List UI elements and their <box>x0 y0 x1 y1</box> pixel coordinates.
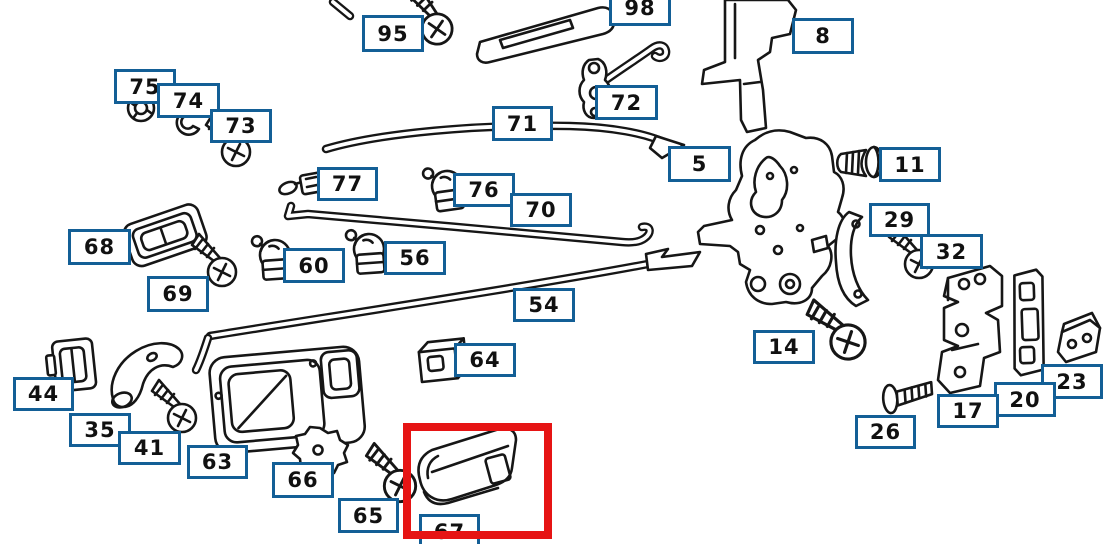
part-label-70[interactable]: 70 <box>510 193 572 227</box>
part-label-67[interactable]: 67 <box>419 514 480 544</box>
part-label-72[interactable]: 72 <box>595 85 658 120</box>
part-drawing-67 <box>417 427 518 506</box>
part-label-17[interactable]: 17 <box>937 394 999 428</box>
part-label-23[interactable]: 23 <box>1041 364 1103 399</box>
part-label-20[interactable]: 20 <box>994 382 1056 417</box>
edge-stub-rod <box>333 2 350 16</box>
part-drawing-26 <box>881 380 934 415</box>
part-label-8[interactable]: 8 <box>792 18 854 54</box>
part-label-65[interactable]: 65 <box>338 498 399 533</box>
part-label-26[interactable]: 26 <box>855 415 916 449</box>
part-drawing-17 <box>936 264 1004 395</box>
part-drawing-8 <box>700 0 798 134</box>
part-label-14[interactable]: 14 <box>753 330 815 364</box>
part-label-54[interactable]: 54 <box>513 288 575 322</box>
part-drawing-70-rod <box>288 206 650 242</box>
part-drawing-41 <box>150 378 198 434</box>
part-drawing-98 <box>475 6 616 64</box>
part-label-77[interactable]: 77 <box>317 167 378 201</box>
part-label-64[interactable]: 64 <box>454 343 516 377</box>
part-drawing-35 <box>110 341 184 409</box>
part-label-74[interactable]: 74 <box>157 83 220 118</box>
part-drawing-63 <box>208 345 367 455</box>
part-label-95[interactable]: 95 <box>362 15 424 52</box>
part-label-73[interactable]: 73 <box>210 109 272 143</box>
part-drawing-71-rod <box>326 126 686 160</box>
part-drawing-54-rod <box>196 247 702 370</box>
part-drawing-65 <box>364 441 418 504</box>
part-label-35[interactable]: 35 <box>69 413 131 447</box>
part-label-68[interactable]: 68 <box>68 229 131 265</box>
part-label-66[interactable]: 66 <box>272 462 334 498</box>
part-drawing-11 <box>835 145 884 179</box>
part-drawing-68 <box>122 203 208 268</box>
part-label-76[interactable]: 76 <box>453 173 515 207</box>
part-label-5[interactable]: 5 <box>668 146 731 182</box>
part-drawing-5 <box>696 129 846 306</box>
part-drawing-23 <box>1056 311 1102 364</box>
part-label-56[interactable]: 56 <box>384 241 446 275</box>
part-label-41[interactable]: 41 <box>118 431 181 465</box>
part-drawing-29 <box>834 210 870 308</box>
part-drawing-20 <box>1013 268 1045 377</box>
part-label-11[interactable]: 11 <box>879 147 941 182</box>
part-label-63[interactable]: 63 <box>187 445 248 479</box>
part-label-60[interactable]: 60 <box>283 248 345 283</box>
part-label-71[interactable]: 71 <box>492 106 553 141</box>
part-label-44[interactable]: 44 <box>13 377 74 411</box>
part-drawing-56 <box>344 226 387 276</box>
part-label-29[interactable]: 29 <box>869 203 930 237</box>
part-label-32[interactable]: 32 <box>920 234 983 269</box>
part-label-69[interactable]: 69 <box>147 276 209 312</box>
part-label-98[interactable]: 98 <box>609 0 671 26</box>
